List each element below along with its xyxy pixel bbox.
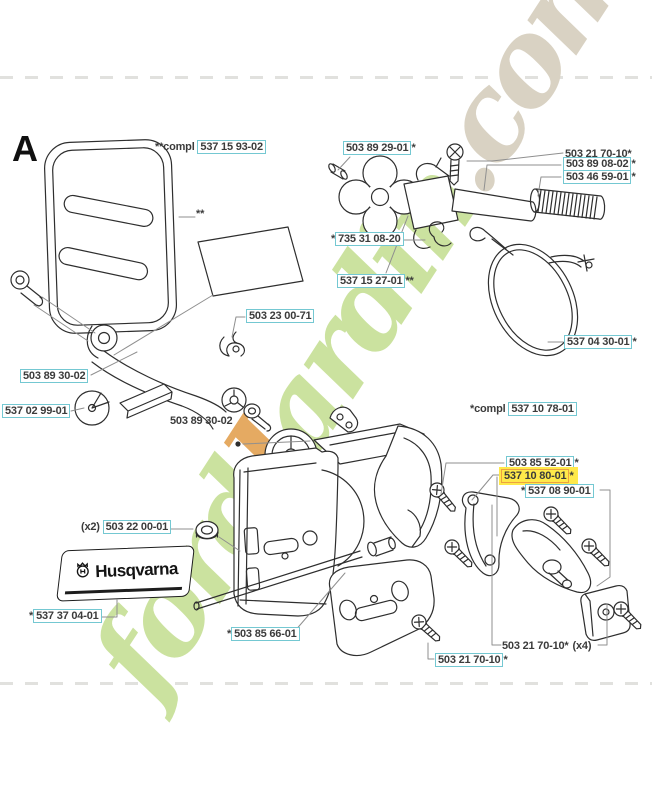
label-prefix: * [331, 233, 336, 245]
part-label-537-15-27-01: 537 15 27-01** [337, 274, 414, 288]
part-number: 503 89 30-02 [170, 415, 233, 427]
decal-strip [197, 226, 304, 297]
wire-clamp [219, 331, 246, 357]
brand-name: Husqvarna [94, 559, 178, 582]
part-label-503-85-66-01: *503 85 66-01 [227, 627, 300, 641]
part-number-link[interactable]: 503 21 70-10 [435, 653, 504, 667]
husqvarna-decal-content: Husqvarna [74, 558, 178, 584]
part-label-735-31-08-20: *735 31 08-20 [331, 232, 404, 246]
section-letter: A [12, 128, 38, 169]
retainer-clip [428, 221, 452, 247]
part-label-503-46-59-01: 503 46 59-01* [563, 170, 636, 184]
label-suffix: * [569, 470, 574, 482]
part-label-503-21-70-10-bottom: 503 21 70-10* [435, 653, 508, 667]
side-bracket [580, 584, 631, 641]
part-label-503-22-00-01: (x2) 503 22 00-01 [81, 520, 172, 534]
part-number: 503 21 70-10* [502, 640, 569, 652]
part-number-link[interactable]: 503 85 52-01 [506, 456, 575, 470]
part-label-503-89-08-02: 503 89 08-02* [563, 157, 636, 171]
faint-divider-bottom [0, 682, 652, 685]
handle-bracket [86, 324, 247, 430]
label-prefix: *compl [470, 403, 509, 415]
part-number-link[interactable]: 503 89 29-01 [343, 141, 412, 155]
part-label-537-02-99-01: 537 02 99-01 [2, 404, 71, 418]
part-number-link[interactable]: 537 37 04-01 [33, 609, 102, 623]
phillips-screw-top [446, 143, 464, 186]
part-number-link[interactable]: 503 46 59-01 [563, 170, 632, 184]
bolt-middle [243, 403, 272, 432]
part-number-link[interactable]: 537 08 90-01 [525, 484, 594, 498]
part-number-link[interactable]: 537 04 30-01 [564, 335, 633, 349]
label-suffix: * [632, 336, 637, 348]
part-number-link[interactable]: 537 15 93-02 [197, 140, 266, 154]
label-prefix: (x2) [81, 521, 103, 533]
footnote-marker: ** [196, 207, 204, 221]
bar-knob [338, 155, 422, 239]
label-prefix: **compl [155, 141, 198, 153]
front-handle-guard [44, 139, 178, 334]
part-number-link[interactable]: 503 89 08-02 [563, 157, 632, 171]
leader-lines [33, 152, 611, 660]
label-suffix: * [574, 457, 579, 469]
label-prefix: * [521, 485, 526, 497]
part-label-503-89-30-02-b: 503 89 30-02 [170, 414, 233, 428]
label-prefix: * [227, 628, 232, 640]
part-number-link[interactable]: 503 85 66-01 [231, 627, 300, 641]
inner-bracket [461, 491, 520, 577]
flange-nut [195, 520, 219, 540]
part-number-link[interactable]: 537 15 27-01 [337, 274, 406, 288]
label-suffix: * [631, 158, 636, 170]
part-label-537-37-04-01: *537 37 04-01 [29, 609, 102, 623]
label-suffix: * [631, 171, 636, 183]
part-label-503-89-29-01: 503 89 29-01* [343, 141, 416, 155]
brake-band [469, 226, 595, 357]
chain-tensioner-assembly [403, 157, 537, 249]
part-label-537-08-90-01: *537 08 90-01 [521, 484, 594, 498]
label-prefix: * [29, 610, 34, 622]
part-label-537-10-78-01: *compl 537 10 78-01 [470, 402, 577, 416]
asterisk-marker: ** [196, 208, 205, 220]
label-suffix: ** [405, 275, 414, 287]
adjuster-rod [193, 536, 396, 611]
faint-divider-top [0, 76, 652, 79]
part-number-link[interactable]: 503 23 00-71 [246, 309, 315, 323]
part-label-537-10-80-01-highlighted: 537 10 80-01* [499, 467, 578, 485]
cam-and-bar-parts [74, 383, 173, 426]
tension-spring [529, 188, 606, 220]
quantity-suffix: (x4) [572, 640, 592, 652]
mount-screw-left [10, 270, 44, 307]
part-number-link[interactable]: 503 22 00-01 [102, 520, 172, 534]
husqvarna-crown-icon [74, 561, 92, 584]
husqvarna-decal: Husqvarna [55, 545, 196, 602]
part-number-link[interactable]: 503 89 30-02 [20, 369, 89, 383]
part-label-537-04-30-01: 537 04 30-01* [564, 335, 637, 349]
part-label-503-21-70-10-x4: 503 21 70-10*(x4) [502, 639, 591, 653]
part-label-537-15-93-02: **compl 537 15 93-02 [155, 140, 266, 154]
guide-plate [328, 559, 435, 657]
label-suffix: * [503, 654, 508, 666]
stud-pin [328, 163, 348, 180]
part-label-503-89-30-02-a: 503 89 30-02 [20, 369, 89, 383]
part-number-link[interactable]: 537 02 99-01 [2, 404, 71, 418]
brake-lever [511, 519, 592, 594]
part-label-503-23-00-71: 503 23 00-71 [246, 309, 315, 323]
label-suffix: * [411, 142, 416, 154]
part-number-link[interactable]: 735 31 08-20 [335, 232, 404, 246]
part-number-link-highlighted[interactable]: 537 10 80-01 [501, 469, 570, 483]
part-number-link[interactable]: 537 10 78-01 [508, 402, 577, 416]
part-label-503-85-52-01: 503 85 52-01* [506, 456, 579, 470]
